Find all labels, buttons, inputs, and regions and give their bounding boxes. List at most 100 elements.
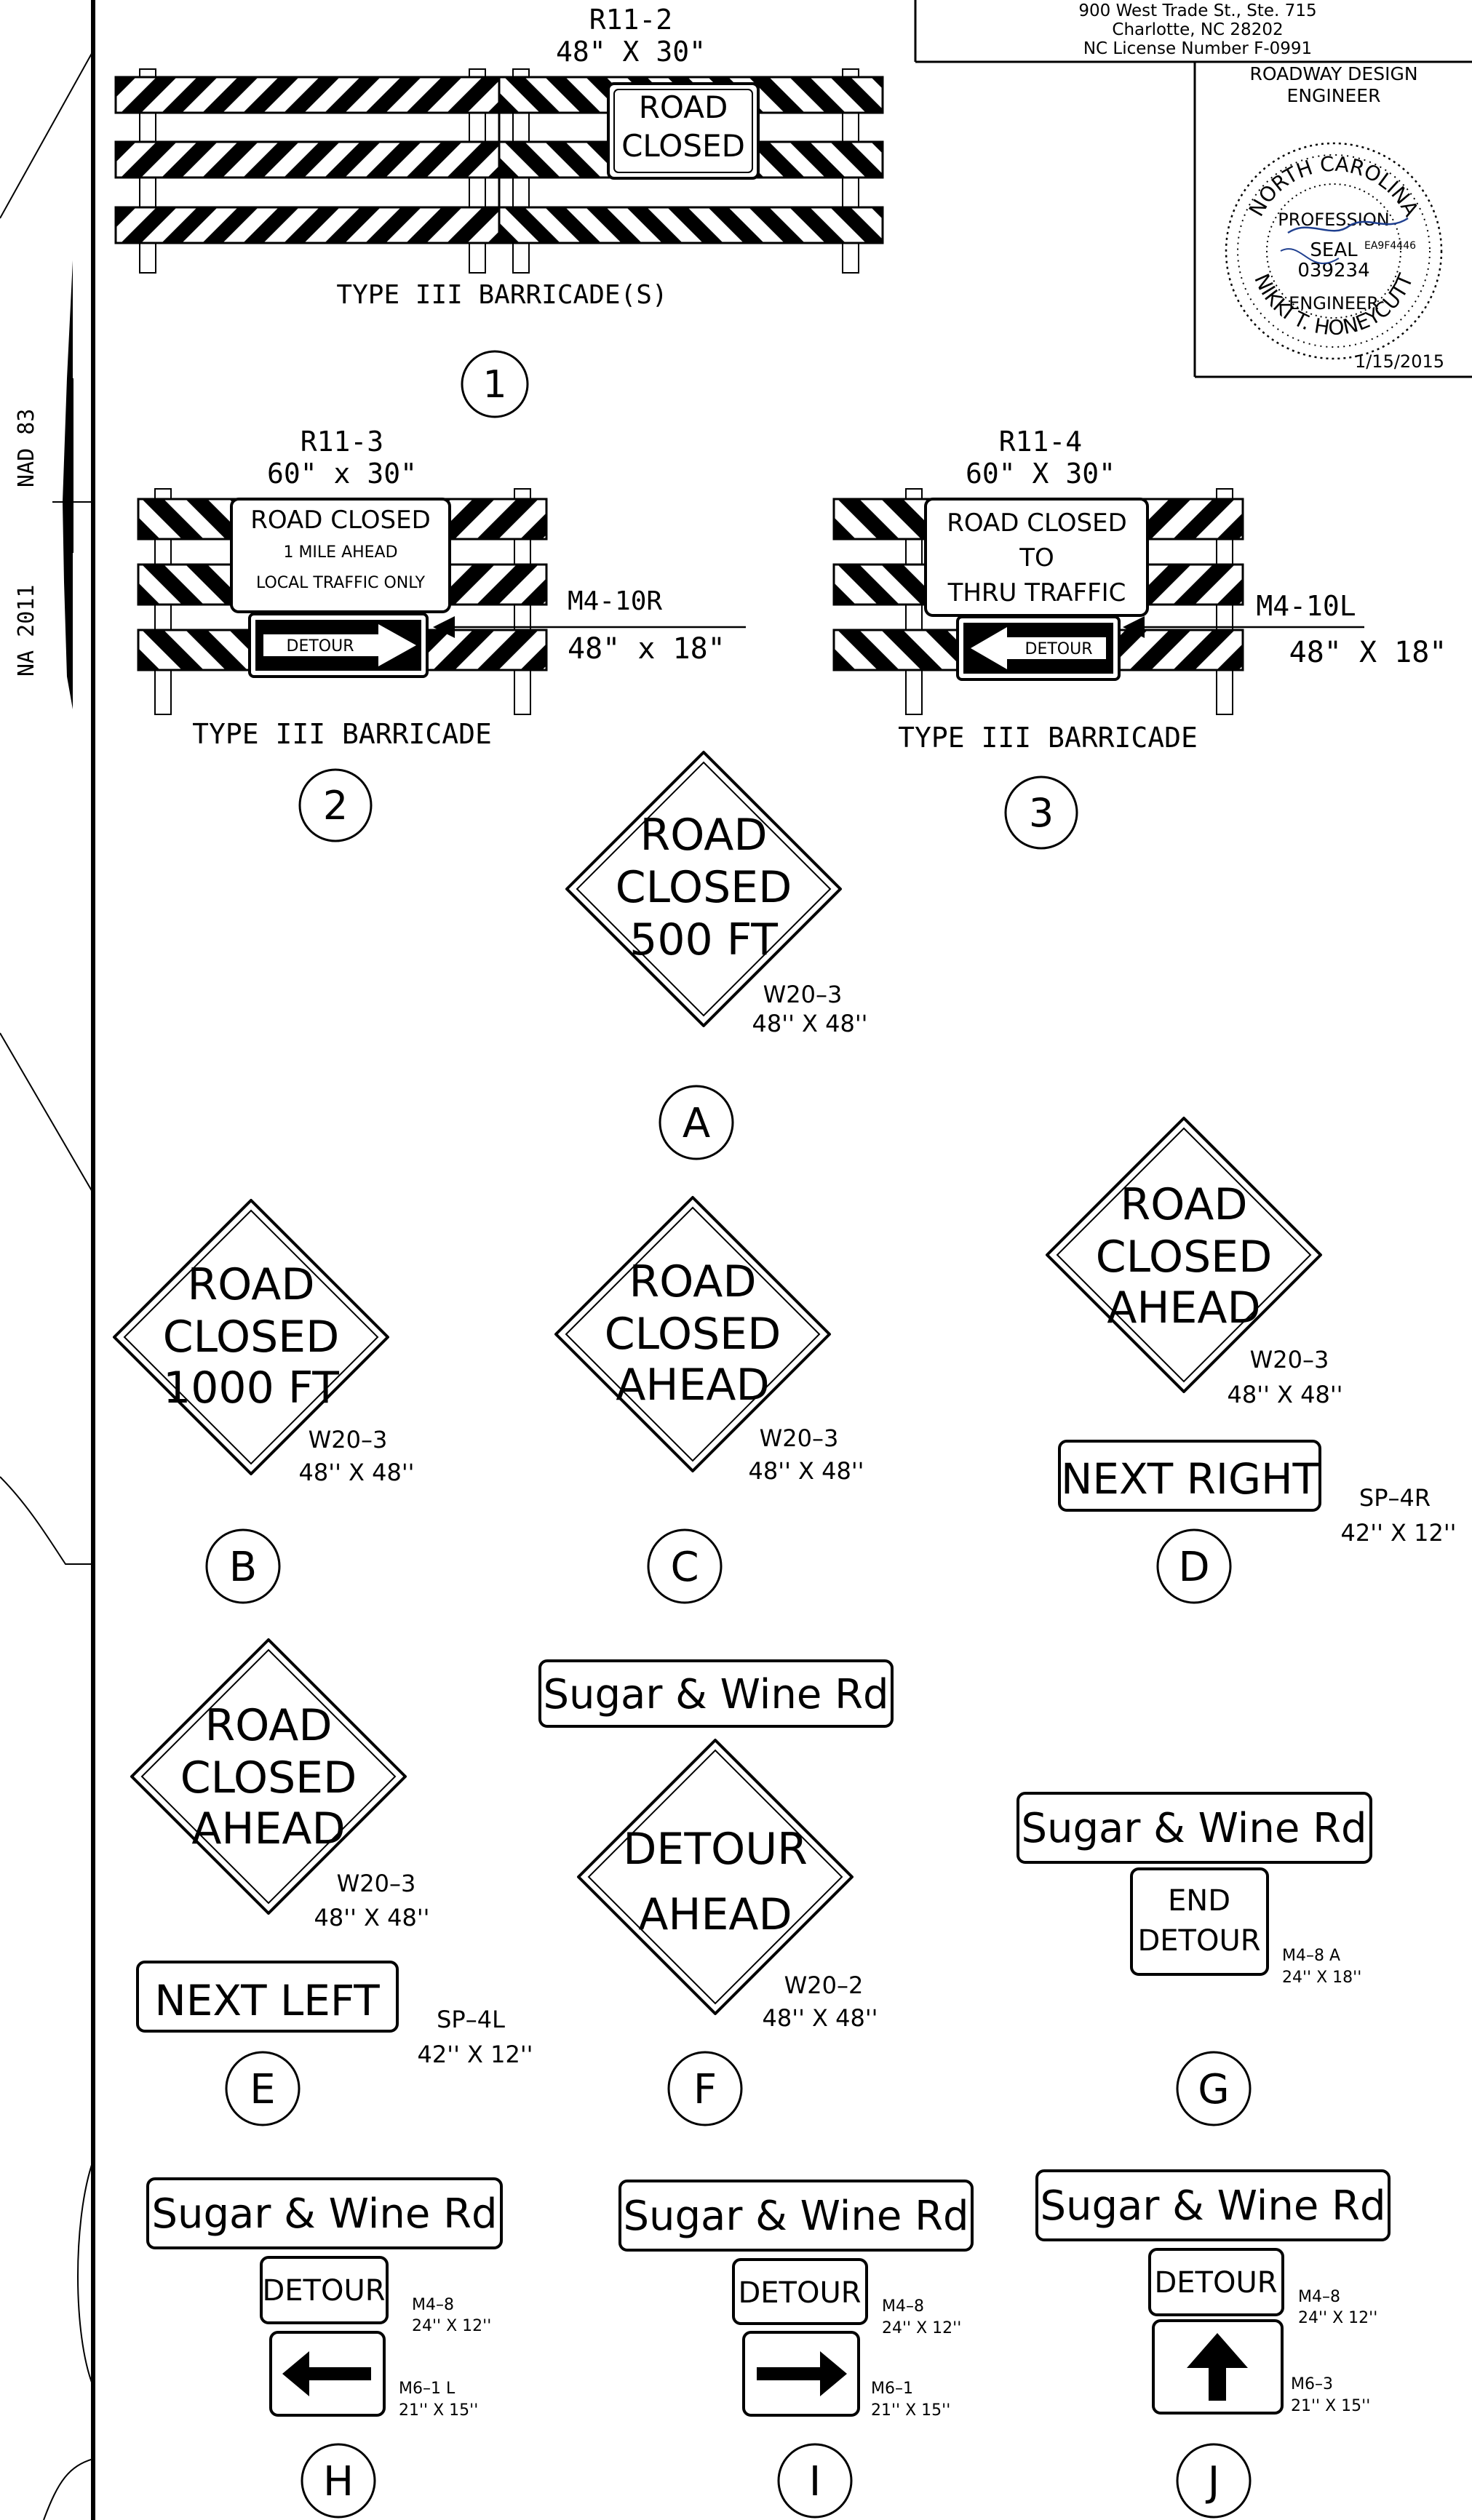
marker-2 xyxy=(298,768,373,842)
barricade-rail xyxy=(114,140,501,179)
sign-H-arrow-size: 21'' X 15'' xyxy=(399,2401,478,2420)
marker-I xyxy=(777,2443,853,2519)
r11-2-line1: ROAD xyxy=(639,89,728,125)
marker-B xyxy=(205,1528,281,1604)
r11-2-sign xyxy=(607,82,760,180)
sign-G-street-text: Sugar & Wine Rd xyxy=(1021,1805,1366,1852)
barricade-1-sign-code: R11-2 xyxy=(589,4,672,36)
sign-B: ROAD CLOSED 1000 FT W20–3 48'' X 48'' B xyxy=(113,1199,415,1604)
m4-10r-size: 48" x 18" xyxy=(568,632,725,666)
sign-B-size: 48'' X 48'' xyxy=(299,1459,415,1486)
barricade-3-sign-code: R11-4 xyxy=(999,426,1082,458)
r11-3-line3: LOCAL TRAFFIC ONLY xyxy=(256,574,426,592)
sign-I-arrow-code: M6–1 xyxy=(871,2380,913,2398)
barricade-2-sign-code: R11-3 xyxy=(301,426,383,458)
seal-title-line2: ENGINEER xyxy=(1287,85,1381,106)
sign-J-code: M4–8 xyxy=(1298,2288,1340,2306)
sign-C-line3: AHEAD xyxy=(616,1360,769,1411)
sign-B-line2: CLOSED xyxy=(163,1312,340,1363)
marker-H-label: H xyxy=(323,2458,354,2505)
marker-F xyxy=(667,2051,743,2126)
sign-A-line2: CLOSED xyxy=(616,862,792,913)
datum-top-label: NAD 83 xyxy=(14,409,39,487)
sign-F-line2: AHEAD xyxy=(638,1889,792,1940)
barricade-2-sign-size: 60" x 30" xyxy=(267,458,417,490)
sign-E-plaque-code: SP–4L xyxy=(437,2006,505,2033)
sign-D: ROAD CLOSED AHEAD W20–3 48'' X 48'' NEXT… xyxy=(1046,1117,1457,1604)
marker-A-label: A xyxy=(683,1100,710,1147)
sign-F-street xyxy=(538,1659,894,1728)
sign-G-street xyxy=(1017,1792,1372,1864)
marker-D-label: D xyxy=(1178,1544,1209,1591)
r11-2-line2: CLOSED xyxy=(621,128,745,164)
sign-G-end-detour xyxy=(1130,1867,1269,1976)
firm-address-line2: Charlotte, NC 28202 xyxy=(1112,20,1283,39)
sign-G-code: M4–8 A xyxy=(1282,1947,1340,1965)
r11-3-sign xyxy=(230,498,451,613)
sign-D-line2: CLOSED xyxy=(1096,1232,1273,1283)
marker-C-label: C xyxy=(670,1544,699,1591)
r11-4-line3: THRU TRAFFIC xyxy=(947,578,1126,607)
marker-J-label: J xyxy=(1206,2458,1220,2505)
r11-4-line1: ROAD CLOSED xyxy=(947,509,1127,538)
r11-3-line1: ROAD CLOSED xyxy=(250,506,431,535)
sign-J-detour xyxy=(1148,2248,1284,2316)
arrow-right-icon xyxy=(263,624,416,666)
sign-I-code: M4–8 xyxy=(882,2297,924,2316)
sign-F: Sugar & Wine Rd DETOUR AHEAD W20–2 48'' … xyxy=(538,1659,894,2126)
marker-3 xyxy=(1004,775,1078,850)
seal-word: SEAL xyxy=(1310,239,1358,261)
sign-H-detour xyxy=(260,2256,389,2324)
marker-1 xyxy=(461,350,529,418)
marker-G-label: G xyxy=(1198,2066,1229,2113)
barricade-3-caption: TYPE III BARRICADE xyxy=(898,722,1198,754)
sign-H-arrow-code: M6–1 L xyxy=(399,2380,455,2398)
sign-H-street xyxy=(146,2177,503,2249)
sign-B-code: W20–3 xyxy=(309,1426,388,1454)
sign-E-size: 48'' X 48'' xyxy=(314,1904,430,1931)
sign-A: ROAD CLOSED 500 FT W20–3 48'' X 48'' A xyxy=(565,751,868,1160)
barricade-rail xyxy=(114,206,501,244)
sign-D-plaque-size: 42'' X 12'' xyxy=(1341,1519,1457,1547)
sign-H: Sugar & Wine Rd DETOUR M4–8 24'' X 12'' … xyxy=(146,2177,503,2519)
arrow-up-icon xyxy=(1187,2333,1248,2401)
sign-A-size: 48'' X 48'' xyxy=(752,1010,868,1037)
sign-D-line1: ROAD xyxy=(1120,1179,1247,1230)
sign-C-line1: ROAD xyxy=(629,1256,756,1307)
sign-D-plaque xyxy=(1058,1440,1321,1512)
m4-10l-code: M4-10L xyxy=(1256,590,1356,622)
marker-F-label: F xyxy=(693,2066,717,2113)
sign-G-line2: DETOUR xyxy=(1137,1924,1260,1958)
sign-E-plaque-size: 42'' X 12'' xyxy=(418,2041,533,2068)
marker-G xyxy=(1176,2051,1252,2126)
m4-10l-detour: DETOUR xyxy=(1025,640,1093,658)
marker-E-label: E xyxy=(250,2066,275,2113)
sign-F-code: W20–2 xyxy=(784,1971,864,1999)
arrow-right-icon xyxy=(757,2351,847,2396)
m4-10l-size: 48" X 18" xyxy=(1289,636,1447,669)
sign-E-plaque xyxy=(136,1961,399,2033)
sign-E-line1: ROAD xyxy=(204,1700,332,1751)
sign-D-plaque-code: SP–4R xyxy=(1359,1484,1431,1512)
barricade-2-caption: TYPE III BARRICADE xyxy=(192,718,492,750)
marker-1-label: 1 xyxy=(482,363,506,407)
sign-D-line3: AHEAD xyxy=(1107,1283,1260,1333)
sign-D-plaque-text: NEXT RIGHT xyxy=(1061,1454,1319,1504)
r11-4-line2: TO xyxy=(1019,543,1054,573)
seal-profession: PROFESSION xyxy=(1278,210,1389,230)
sign-H-code: M4–8 xyxy=(412,2296,454,2314)
m4-10r-code: M4-10R xyxy=(568,586,662,616)
sign-I-street xyxy=(618,2180,974,2252)
sign-J-street xyxy=(1035,2169,1391,2241)
sign-I-arrow-size: 21'' X 15'' xyxy=(871,2401,950,2420)
sign-I-size: 24'' X 12'' xyxy=(882,2319,961,2337)
marker-B-label: B xyxy=(229,1544,257,1591)
barricade-3-sign-size: 60" X 30" xyxy=(966,458,1115,490)
marker-I-label: I xyxy=(809,2458,821,2505)
sign-I-detour-text: DETOUR xyxy=(738,2276,861,2310)
sign-J-arrow-size: 21'' X 15'' xyxy=(1291,2397,1370,2415)
sign-C-size: 48'' X 48'' xyxy=(749,1457,864,1485)
sign-J-street-text: Sugar & Wine Rd xyxy=(1040,2182,1385,2230)
arrow-left-icon xyxy=(971,627,1106,669)
seal-number: 039234 xyxy=(1297,260,1369,282)
